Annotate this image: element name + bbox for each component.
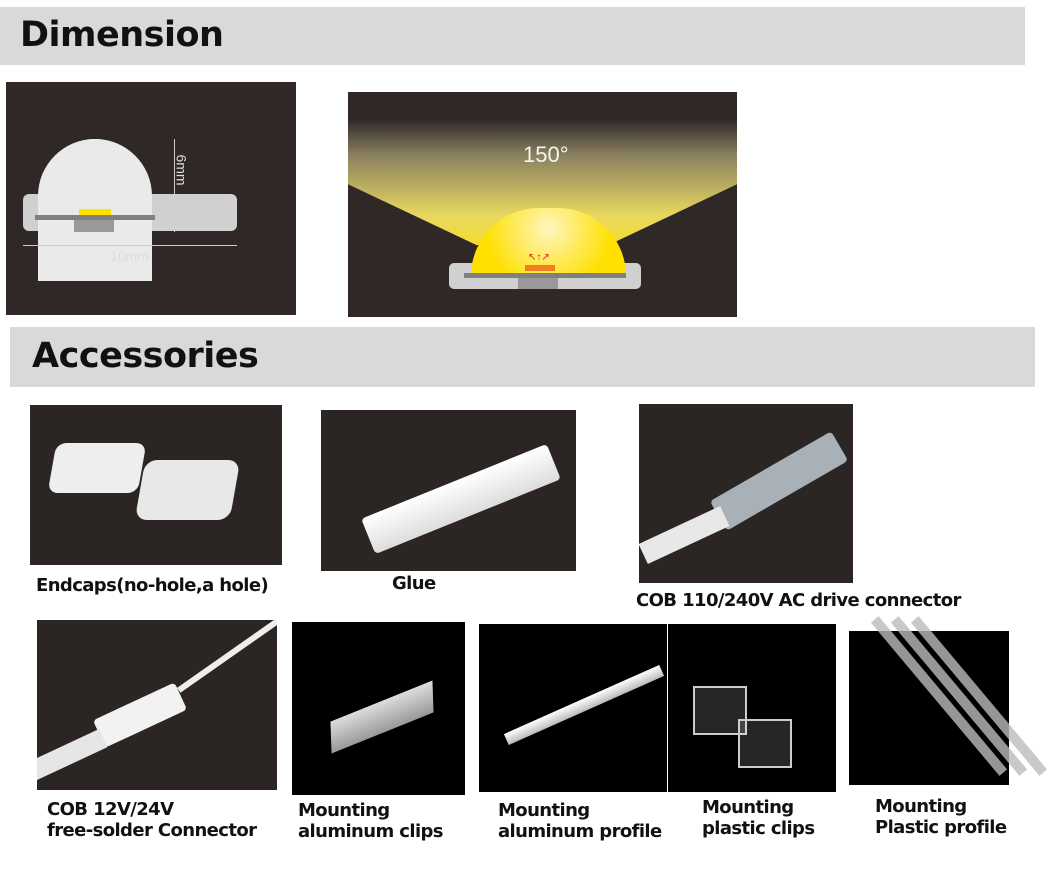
pcb — [35, 215, 155, 220]
aluminum-clips-photo — [292, 622, 465, 795]
base — [518, 278, 558, 289]
plastic-clip — [693, 686, 747, 735]
glue-caption: Glue — [392, 573, 436, 594]
connector-body — [709, 431, 849, 531]
dimension-header: Dimension — [0, 7, 1025, 65]
dc-connector-caption: COB 12V/24V free-solder Connector — [47, 799, 257, 841]
endcaps-caption: Endcaps(no-hole,a hole) — [36, 575, 269, 596]
neon-strip — [639, 506, 730, 564]
glue-photo — [321, 410, 576, 571]
neon-strip — [37, 729, 108, 781]
aluminum-profile — [503, 664, 665, 746]
connector — [92, 682, 188, 748]
cable — [177, 620, 277, 693]
angle-label: 150° — [523, 142, 569, 167]
aluminum-profile-caption: Mounting aluminum profile — [498, 800, 662, 842]
accessories-title: Accessories — [32, 336, 259, 376]
ac-connector-caption: COB 110/240V AC drive connector — [636, 590, 961, 611]
aluminum-profile-photo — [479, 624, 667, 792]
width-label: 10mm — [110, 248, 149, 264]
plastic-clip — [738, 719, 792, 768]
plastic-profile-photo — [849, 616, 1048, 785]
width-dimension-line — [23, 245, 237, 246]
plastic-profile — [890, 616, 1028, 776]
endcap-no-hole — [47, 443, 147, 493]
plastic-clips-photo — [668, 624, 836, 792]
height-dimension-line — [174, 139, 175, 232]
pcb — [464, 273, 626, 278]
light-arrows-icon: ↖↑↗ — [528, 252, 550, 263]
endcap-with-hole — [134, 460, 241, 520]
dimension-title: Dimension — [20, 15, 224, 55]
cross-section-diagram: 6mm 10mm — [6, 82, 296, 315]
ac-connector-photo — [639, 404, 853, 583]
plastic-profile-caption: Mounting Plastic profile — [875, 796, 1007, 838]
led-chip — [79, 209, 111, 215]
glue-tube — [361, 443, 561, 555]
base — [74, 220, 114, 232]
led-chip — [525, 265, 555, 271]
beam-angle-diagram: 150° ↖↑↗ — [348, 92, 737, 317]
endcaps-photo — [30, 405, 282, 565]
aluminum-clips-caption: Mounting aluminum clips — [298, 800, 444, 842]
dc-connector-photo — [37, 620, 277, 790]
plastic-clips-caption: Mounting plastic clips — [702, 797, 815, 839]
aluminum-clip — [330, 680, 434, 754]
accessories-header: Accessories — [10, 327, 1035, 387]
height-label: 6mm — [173, 154, 190, 186]
